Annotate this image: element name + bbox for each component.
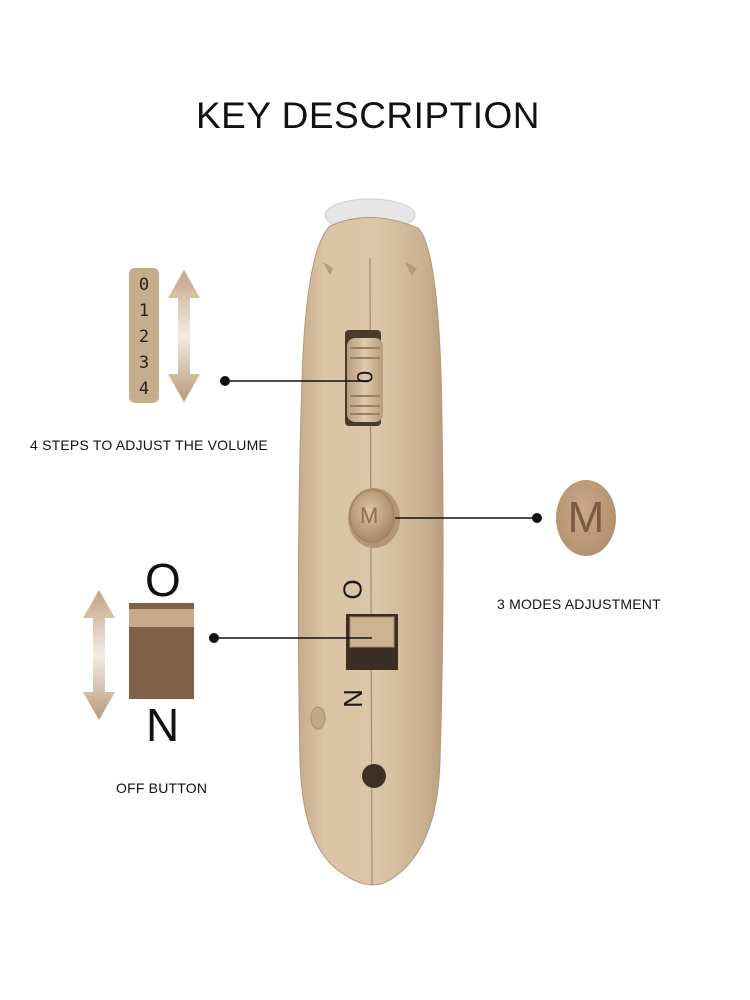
volume-step: 0 (138, 275, 150, 295)
mode-icon-letter: M (567, 493, 605, 542)
volume-step: 2 (138, 327, 150, 347)
device-off-label: N (337, 689, 368, 708)
mic-hole (362, 764, 386, 788)
volume-step: 4 (138, 379, 150, 399)
switch-knob (349, 616, 395, 648)
mode-button-label: M (360, 503, 379, 528)
top-notch-left (323, 262, 333, 275)
mode-icon: M (556, 480, 616, 556)
volume-scale: 0 1 2 3 4 (129, 268, 159, 403)
device-on-label: O (337, 579, 368, 600)
volume-caption: 4 STEPS TO ADJUST THE VOLUME (30, 437, 268, 453)
mode-caption: 3 MODES ADJUSTMENT (497, 596, 661, 612)
page-title: KEY DESCRIPTION (195, 95, 540, 136)
mode-button (349, 489, 395, 543)
switch-leader-dot (209, 633, 219, 643)
mode-leader-dot (532, 513, 542, 523)
switch-caption: OFF BUTTON (116, 780, 208, 796)
volume-leader-dot (220, 376, 230, 386)
vent-hole (310, 706, 326, 730)
switch-on-letter: O (145, 554, 181, 606)
volume-step: 3 (138, 353, 150, 373)
top-notch-right (405, 262, 417, 276)
switch-icon (129, 603, 194, 699)
volume-step: 1 (138, 301, 150, 321)
switch-off-letter: N (146, 699, 180, 751)
volume-arrow-icon (168, 270, 200, 402)
volume-wheel-label: 0 (352, 370, 378, 384)
switch-arrow-icon (83, 590, 115, 720)
